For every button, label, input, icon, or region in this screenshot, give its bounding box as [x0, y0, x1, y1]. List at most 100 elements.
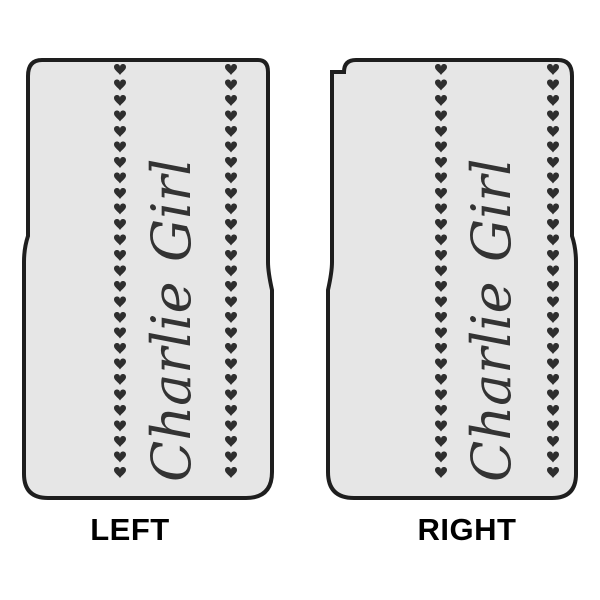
heart-icon	[547, 451, 559, 463]
heart-icon	[435, 141, 447, 153]
heart-icon	[435, 389, 447, 401]
mat-outline-left	[22, 58, 274, 500]
heart-icon	[114, 343, 126, 354]
heart-icon	[435, 250, 447, 261]
heart-icon	[435, 95, 447, 106]
heart-icon	[225, 79, 237, 91]
script-word-upper: Girl	[140, 159, 203, 263]
heart-column-right-a	[435, 64, 447, 478]
heart-icon	[114, 389, 126, 401]
heart-icon	[225, 188, 237, 199]
heart-column-right-b	[547, 64, 559, 478]
heart-icon	[225, 281, 237, 292]
heart-icon	[547, 358, 559, 370]
heart-icon	[435, 343, 447, 354]
heart-icon	[435, 79, 447, 91]
heart-icon	[547, 141, 559, 153]
heart-icon	[435, 312, 447, 323]
script-word-lower: Charlie	[460, 281, 523, 482]
heart-icon	[435, 203, 447, 215]
heart-icon	[114, 64, 126, 75]
heart-icon	[225, 157, 237, 168]
heart-icon	[225, 95, 237, 106]
heart-icon	[547, 281, 559, 292]
heart-icon	[547, 436, 559, 447]
heart-icon	[547, 405, 559, 416]
heart-icon	[225, 436, 237, 447]
heart-icon	[435, 281, 447, 292]
heart-icon	[225, 467, 237, 478]
heart-icon	[114, 436, 126, 447]
heart-icon	[547, 219, 559, 230]
heart-column-left-a	[114, 64, 126, 478]
mat-label-right: RIGHT	[417, 512, 517, 547]
script-word-upper: Girl	[460, 159, 523, 263]
heart-icon	[114, 451, 126, 463]
heart-column-left-b	[225, 64, 237, 478]
heart-icon	[547, 327, 559, 339]
heart-icon	[114, 110, 126, 122]
heart-icon	[225, 126, 237, 137]
heart-icon	[114, 203, 126, 215]
heart-icon	[547, 79, 559, 91]
mat-label-left: LEFT	[90, 512, 170, 547]
heart-icon	[547, 172, 559, 184]
heart-icon	[114, 358, 126, 370]
heart-icon	[225, 389, 237, 401]
heart-icon	[547, 157, 559, 168]
heart-icon	[225, 234, 237, 246]
heart-icon	[114, 219, 126, 230]
heart-icon	[114, 95, 126, 106]
heart-icon	[547, 250, 559, 261]
heart-icon	[547, 389, 559, 401]
heart-icon	[547, 467, 559, 478]
heart-icon	[547, 312, 559, 323]
heart-icon	[435, 265, 447, 277]
heart-icon	[435, 420, 447, 432]
heart-icon	[114, 420, 126, 432]
heart-icon	[547, 374, 559, 385]
heart-icon	[435, 219, 447, 230]
heart-icon	[435, 467, 447, 478]
heart-icon	[114, 234, 126, 246]
heart-icon	[435, 64, 447, 75]
heart-icon	[435, 358, 447, 370]
heart-icon	[547, 296, 559, 308]
heart-icon	[225, 312, 237, 323]
heart-icon	[225, 265, 237, 277]
heart-icon	[225, 405, 237, 416]
heart-icon	[114, 296, 126, 308]
heart-icon	[547, 265, 559, 277]
heart-icon	[547, 126, 559, 137]
heart-icon	[225, 327, 237, 339]
heart-icon	[114, 467, 126, 478]
heart-icon	[547, 343, 559, 354]
heart-icon	[225, 374, 237, 385]
heart-icon	[547, 188, 559, 199]
heart-icon	[435, 374, 447, 385]
heart-icon	[225, 110, 237, 122]
heart-icon	[435, 110, 447, 122]
heart-icon	[435, 327, 447, 339]
heart-icon	[435, 405, 447, 416]
heart-icon	[435, 188, 447, 199]
heart-icon	[547, 420, 559, 432]
heart-icon	[435, 296, 447, 308]
heart-icon	[435, 126, 447, 137]
heart-icon	[225, 420, 237, 432]
heart-icon	[435, 436, 447, 447]
heart-icon	[114, 374, 126, 385]
heart-icon	[114, 126, 126, 137]
heart-icon	[547, 95, 559, 106]
heart-icon	[114, 157, 126, 168]
heart-icon	[435, 234, 447, 246]
heart-icon	[225, 343, 237, 354]
heart-icon	[547, 203, 559, 215]
heart-icon	[547, 110, 559, 122]
heart-icon	[114, 327, 126, 339]
heart-icon	[114, 265, 126, 277]
heart-icon	[114, 281, 126, 292]
